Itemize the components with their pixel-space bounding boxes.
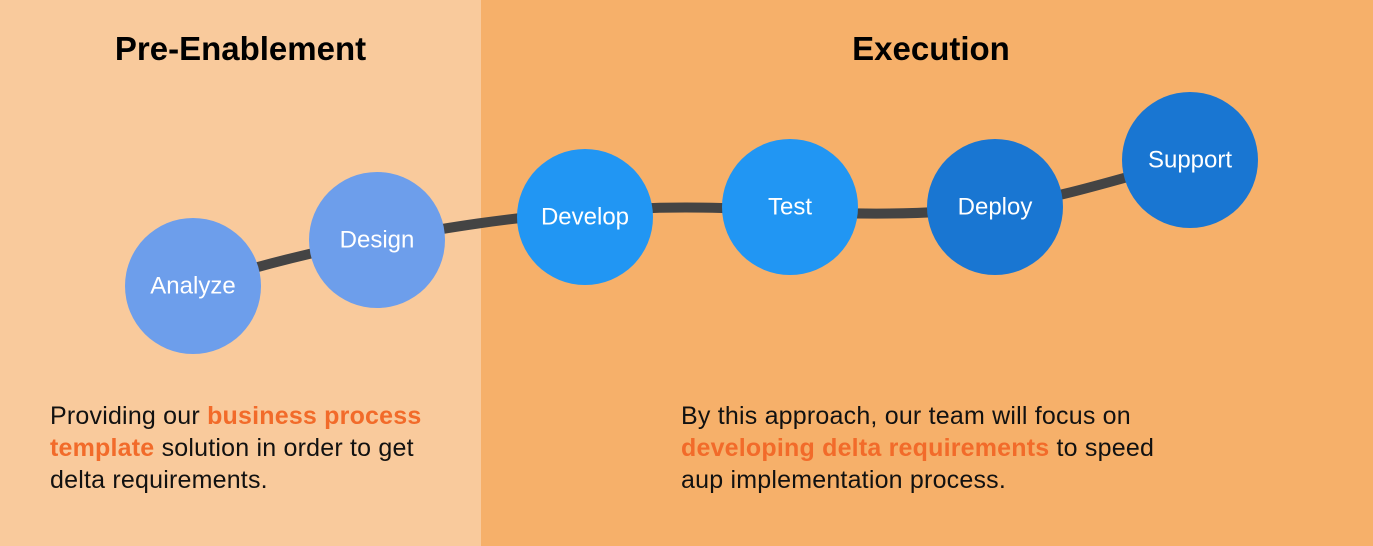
step-analyze: Analyze xyxy=(125,218,261,354)
execution-panel xyxy=(481,0,1373,546)
step-circle xyxy=(125,218,261,354)
step-design: Design xyxy=(309,172,445,308)
desc-text: to speed aup implementation process. xyxy=(681,434,1155,494)
step-circle xyxy=(517,149,653,285)
step-label: Design xyxy=(340,226,415,253)
step-circle xyxy=(722,139,858,275)
pre-enablement-description: Providing our business process template … xyxy=(50,400,470,496)
desc-highlight: developing delta requirements xyxy=(681,434,1050,462)
desc-text: Providing our xyxy=(50,402,208,430)
step-deploy: Deploy xyxy=(927,139,1063,275)
step-support: Support xyxy=(1122,92,1258,228)
step-label: Analyze xyxy=(150,272,235,299)
step-label: Develop xyxy=(541,203,629,230)
step-test: Test xyxy=(722,139,858,275)
step-label: Test xyxy=(768,193,812,220)
execution-description: By this approach, our team will focus on… xyxy=(681,400,1201,496)
step-label: Support xyxy=(1148,146,1232,173)
desc-text: By this approach, our team will focus on xyxy=(681,402,1131,430)
desc-highlight: business process template xyxy=(50,402,422,462)
step-develop: Develop xyxy=(517,149,653,285)
step-circle xyxy=(309,172,445,308)
pre-enablement-title: Pre-Enablement xyxy=(114,30,367,67)
step-label: Deploy xyxy=(958,193,1033,220)
step-circle xyxy=(1122,92,1258,228)
desc-text: solution in order to get delta requireme… xyxy=(50,434,414,494)
step-circle xyxy=(927,139,1063,275)
execution-title: Execution xyxy=(852,30,1010,67)
